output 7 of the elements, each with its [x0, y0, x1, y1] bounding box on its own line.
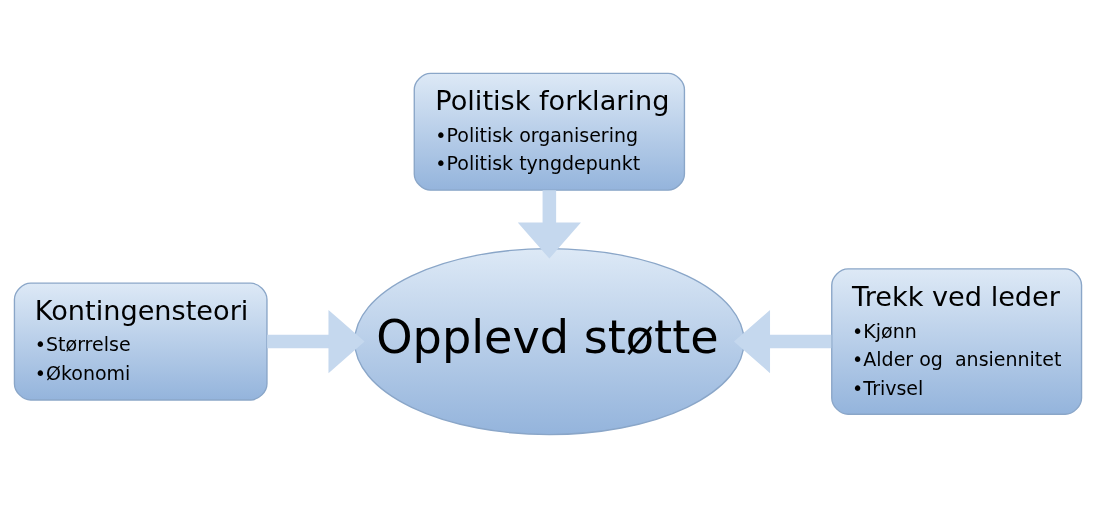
arrow	[733, 309, 832, 374]
node-ellipse: Opplevd støtte	[353, 247, 745, 436]
node-box: Politisk forklaring •Politisk organisering •Politisk tyngdepunkt	[413, 72, 686, 191]
node-box: Kontingensteori •Størrelse •Økonomi	[13, 282, 268, 401]
node-box: Trekk ved leder •Kjønn •Alder og ansiennitet •Trivsel	[831, 268, 1083, 415]
arrow	[517, 190, 581, 259]
arrow	[267, 309, 365, 374]
